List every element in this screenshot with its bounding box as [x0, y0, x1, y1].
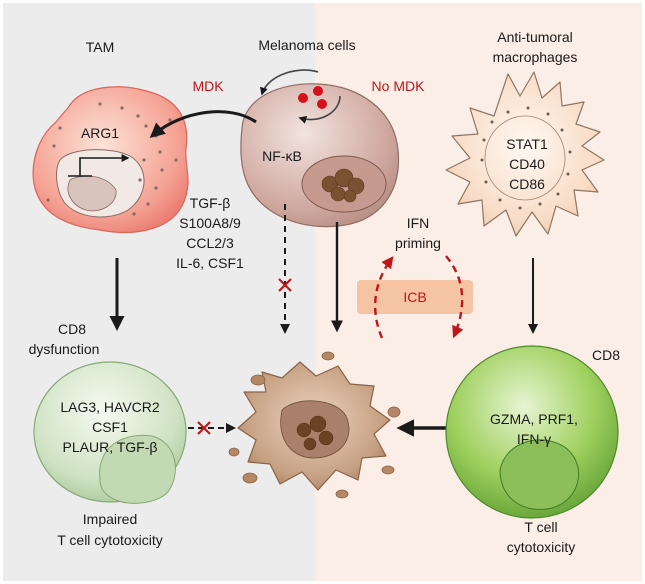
- ifn-priming-line1: IFN: [407, 215, 430, 231]
- dysfunction-marker: CSF1: [92, 419, 128, 435]
- ifn-priming-line2: priming: [395, 235, 441, 251]
- mdk-dot: [298, 93, 308, 103]
- no-mdk-label: No MDK: [372, 78, 426, 94]
- dysfunctional-t-cell: LAG3, HAVCR2 CSF1 PLAUR, TGF-β: [33, 361, 187, 504]
- anti-tumoral-macrophage: STAT1 CD40 CD86: [445, 71, 605, 237]
- secreted-factor: CCL2/3: [186, 235, 234, 251]
- cytotoxic-marker: GZMA, PRF1,: [490, 411, 578, 427]
- circular-secretion-arrow: [298, 95, 341, 124]
- impaired-line2: T cell cytotoxicity: [57, 532, 163, 548]
- dying-tumor-cell: [228, 351, 401, 499]
- mdk-dot: [317, 99, 327, 109]
- tcell-cytotoxicity-line2: cytotoxicity: [507, 539, 575, 555]
- secreted-factor: TGF-β: [190, 195, 231, 211]
- cytotoxic-marker: IFN-γ: [517, 431, 551, 447]
- block-cross-icon: [278, 278, 292, 292]
- icb-label: ICB: [403, 289, 426, 305]
- tcell-cytotoxicity-line1: T cell: [524, 519, 557, 535]
- nfkb-label: NF-κB: [262, 148, 302, 164]
- mdk-to-tam-arrow: [149, 110, 257, 138]
- melanoma-cells-heading: Melanoma cells: [258, 37, 355, 53]
- cytotoxic-t-cell: GZMA, PRF1, IFN-γ: [445, 345, 619, 519]
- mdk-dot: [313, 86, 323, 96]
- dysfunction-marker: PLAUR, TGF-β: [63, 439, 158, 455]
- anti-macrophage-marker: CD86: [509, 176, 545, 192]
- tam-cell: ARG1: [32, 86, 189, 233]
- icb-box: [357, 280, 473, 314]
- mdk-label: MDK: [192, 78, 224, 94]
- anti-tumoral-heading-line1: Anti-tumoral: [497, 29, 572, 45]
- cd8-dysfunction-line1: CD8: [58, 321, 86, 337]
- block-cross-icon: [197, 421, 211, 435]
- anti-tumoral-heading-line2: macrophages: [493, 49, 578, 65]
- cd8-right-label: CD8: [592, 347, 620, 363]
- anti-macrophage-marker: STAT1: [506, 136, 548, 152]
- anti-macrophage-marker: CD40: [509, 156, 545, 172]
- circular-secretion-arrow: [260, 69, 319, 96]
- tam-heading: TAM: [86, 39, 115, 55]
- melanoma-cell: NF-κB: [240, 69, 400, 228]
- secreted-factor: IL-6, CSF1: [176, 255, 244, 271]
- cd8-dysfunction-line2: dysfunction: [29, 341, 100, 357]
- icb-down-arrow: [445, 255, 464, 339]
- gene-expression-arrow: [79, 154, 130, 176]
- secreted-factor: S100A8/9: [179, 215, 241, 231]
- icb-up-arrow: [373, 256, 394, 339]
- impaired-line1: Impaired: [83, 511, 137, 527]
- arg1-label: ARG1: [81, 125, 119, 141]
- dysfunction-marker: LAG3, HAVCR2: [60, 399, 160, 415]
